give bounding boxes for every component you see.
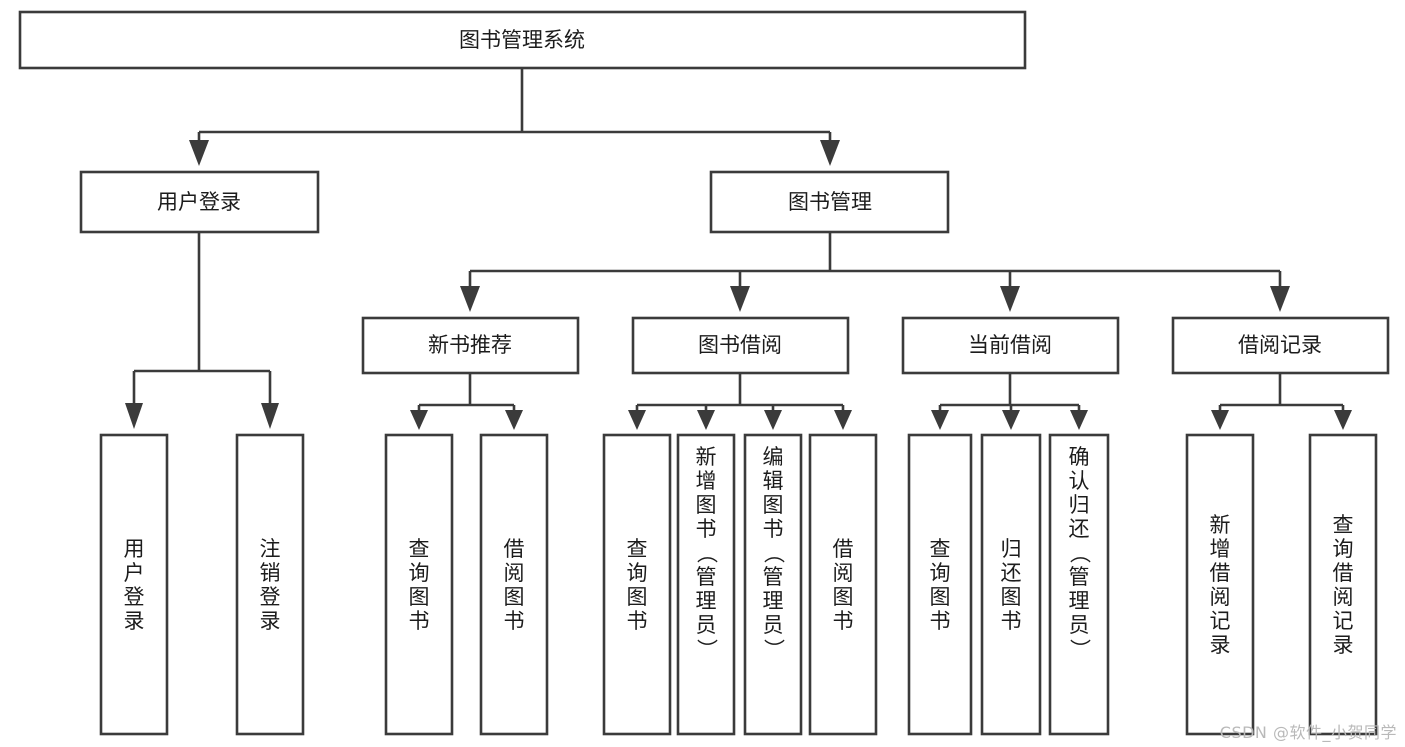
arrow-leaf-edit-book — [764, 410, 782, 430]
node-user-login-box[interactable] — [79, 170, 320, 234]
arrow-leaf-add-book — [697, 410, 715, 430]
node-user-login-label: 用户登录 — [157, 190, 241, 214]
leaf-query-book-3-box[interactable] — [907, 433, 973, 736]
node-root[interactable]: 图书管理系统 — [18, 10, 1027, 70]
connectors-borrowrecord-to-leaves — [1211, 373, 1352, 430]
arrow-leaf-query-book-1 — [410, 410, 428, 430]
node-book-borrow-box[interactable] — [631, 316, 850, 375]
node-book-borrow-label: 图书借阅 — [698, 333, 782, 357]
leaf-borrow-book-2-box[interactable] — [808, 433, 878, 736]
leaf-confirm-return-box[interactable] — [1048, 433, 1110, 736]
node-borrow-record-box[interactable] — [1171, 316, 1390, 375]
node-new-book-recommend-label: 新书推荐 — [428, 333, 512, 357]
arrow-leaf-query-record — [1334, 410, 1352, 430]
watermark-text: CSDN @软件_小贺同学 — [1219, 723, 1397, 742]
arrow-leaf-borrow-book-1 — [505, 410, 523, 430]
node-book-borrow[interactable]: 图书借阅 — [631, 316, 850, 375]
connectors-currentborrow-to-leaves — [931, 373, 1088, 430]
connectors-newbook-to-leaves — [410, 373, 523, 430]
node-root-box[interactable] — [18, 10, 1027, 70]
leaf-query-record-box[interactable] — [1308, 433, 1378, 736]
arrow-leaf-query-book-3 — [931, 410, 949, 430]
arrow-current-borrow — [1000, 286, 1020, 312]
connectors-bookborrow-to-leaves — [628, 373, 852, 430]
arrow-leaf-query-book-2 — [628, 410, 646, 430]
connectors-root-to-level2 — [189, 68, 840, 166]
node-current-borrow[interactable]: 当前借阅 — [901, 316, 1120, 375]
leaf-add-book-box[interactable] — [676, 433, 736, 736]
leaf-add-record-box[interactable] — [1185, 433, 1255, 736]
arrow-leaf-add-record — [1211, 410, 1229, 430]
node-book-manage-box[interactable] — [709, 170, 950, 234]
leaf-user-logout-box[interactable] — [235, 433, 305, 736]
leaf-query-book-2-box[interactable] — [602, 433, 672, 736]
node-current-borrow-label: 当前借阅 — [968, 333, 1052, 357]
arrow-leaf-borrow-book-2 — [834, 410, 852, 430]
leaf-borrow-book-1-box[interactable] — [479, 433, 549, 736]
arrow-leaf-user-logout — [261, 403, 279, 429]
arrow-new-book-recommend — [460, 286, 480, 312]
arrow-leaf-return-book — [1002, 410, 1020, 430]
arrow-leaf-confirm-return — [1070, 410, 1088, 430]
connectors-userlogin-to-leaves — [125, 232, 279, 429]
arrow-user-login — [189, 140, 209, 166]
connectors-bookmanage-to-level3 — [460, 232, 1290, 312]
node-root-label: 图书管理系统 — [459, 28, 585, 52]
node-new-book-recommend[interactable]: 新书推荐 — [361, 316, 580, 375]
node-borrow-record-label: 借阅记录 — [1238, 333, 1322, 357]
leaf-boxes — [99, 433, 1378, 736]
arrow-book-manage — [820, 140, 840, 166]
leaf-query-book-1-box[interactable] — [384, 433, 454, 736]
node-user-login[interactable]: 用户登录 — [79, 170, 320, 234]
arrow-borrow-record — [1270, 286, 1290, 312]
leaf-user-login-box[interactable] — [99, 433, 169, 736]
leaf-return-book-box[interactable] — [980, 433, 1042, 736]
arrow-book-borrow — [730, 286, 750, 312]
arrow-leaf-user-login — [125, 403, 143, 429]
node-borrow-record[interactable]: 借阅记录 — [1171, 316, 1390, 375]
node-new-book-recommend-box[interactable] — [361, 316, 580, 375]
leaf-edit-book-box[interactable] — [743, 433, 803, 736]
node-book-manage[interactable]: 图书管理 — [709, 170, 950, 234]
node-book-manage-label: 图书管理 — [788, 190, 872, 214]
node-current-borrow-box[interactable] — [901, 316, 1120, 375]
